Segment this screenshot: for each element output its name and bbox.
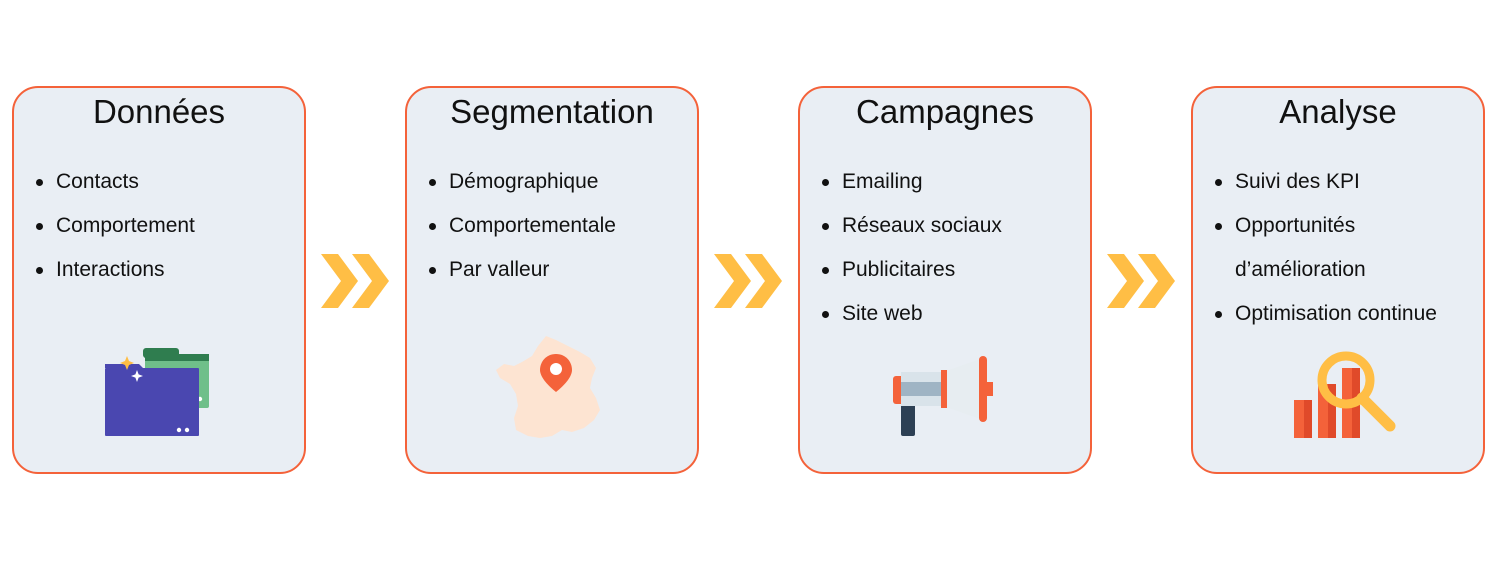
list-item: Par valleur bbox=[429, 248, 687, 292]
step-list: Démographique Comportementale Par valleu… bbox=[429, 160, 687, 292]
list-item: Opportunités bbox=[1215, 204, 1473, 248]
step-card-campagnes: Campagnes Emailing Réseaux sociaux Publi… bbox=[798, 86, 1092, 474]
list-item: Interactions bbox=[36, 248, 294, 292]
step-title: Données bbox=[92, 93, 226, 130]
megaphone-icon bbox=[800, 354, 1090, 449]
chevron-right-icon bbox=[321, 254, 389, 308]
list-item: Réseaux sociaux bbox=[822, 204, 1080, 248]
list-item: Site web bbox=[822, 292, 1080, 336]
step-card-donnees: Données Contacts Comportement Interactio… bbox=[12, 86, 306, 474]
list-item: Publicitaires bbox=[822, 248, 1080, 292]
list-item: Contacts bbox=[36, 160, 294, 204]
step-title: Segmentation bbox=[450, 93, 654, 130]
france-map-pin-icon bbox=[407, 332, 697, 447]
list-item: Comportement bbox=[36, 204, 294, 248]
step-title: Analyse bbox=[1279, 93, 1397, 130]
bar-chart-magnifier-icon bbox=[1193, 348, 1483, 448]
list-item-continuation: d’amélioration bbox=[1235, 258, 1366, 281]
step-card-segmentation: Segmentation Démographique Comportementa… bbox=[405, 86, 699, 474]
step-title: Campagnes bbox=[856, 93, 1034, 130]
step-list: Suivi des KPI Opportunités d’amélioratio… bbox=[1215, 160, 1473, 336]
list-item: Comportementale bbox=[429, 204, 687, 248]
list-item: Suivi des KPI bbox=[1215, 160, 1473, 204]
list-item: Optimisation continue bbox=[1215, 292, 1473, 336]
list-item: Emailing bbox=[822, 160, 1080, 204]
step-card-analyse: Analyse Suivi des KPI Opportunités d’amé… bbox=[1191, 86, 1485, 474]
step-list: Contacts Comportement Interactions bbox=[36, 160, 294, 292]
step-list: Emailing Réseaux sociaux Publicitaires S… bbox=[822, 160, 1080, 336]
folder-icon bbox=[14, 344, 304, 449]
list-item: Démographique bbox=[429, 160, 687, 204]
chevron-right-icon bbox=[1107, 254, 1175, 308]
chevron-right-icon bbox=[714, 254, 782, 308]
